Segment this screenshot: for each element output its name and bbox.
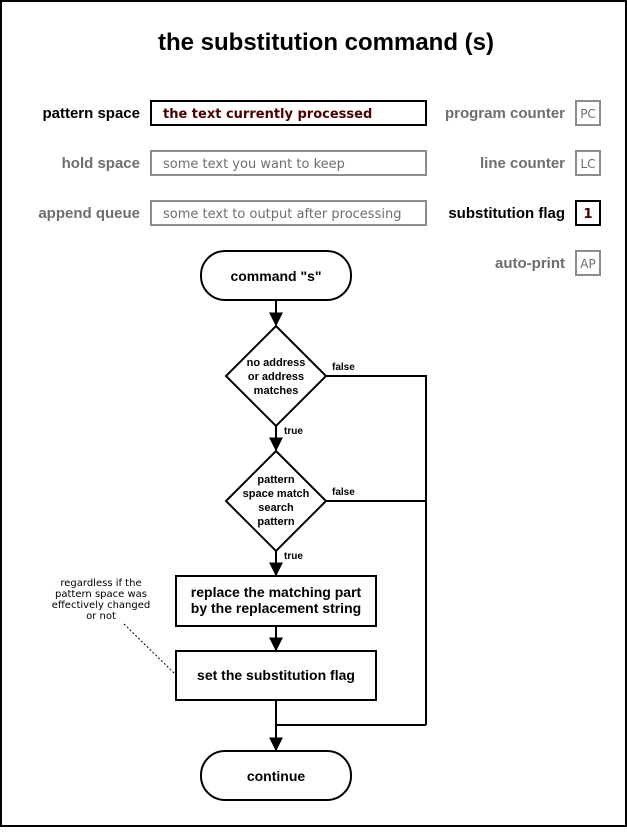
decision1-line1: no address: [247, 357, 306, 369]
process2-label: set the substitution flag: [197, 667, 355, 683]
decision-search-pattern-match: [224, 449, 328, 553]
decision2-line4: pattern: [257, 516, 295, 528]
process-set-substitution-flag: [175, 650, 377, 701]
pattern-space-value: the text currently processed: [163, 107, 372, 122]
annotation-line1: regardless if the: [60, 578, 141, 589]
connector-decision1-false: [326, 375, 427, 725]
program-counter-label: program counter: [445, 105, 565, 122]
pattern-space-label: pattern space: [42, 105, 140, 122]
substitution-flag-label: substitution flag: [448, 205, 565, 222]
substitution-flag-value: 1: [583, 207, 592, 222]
append-queue-value: some text to output after processing: [163, 207, 401, 222]
append-queue-box: [150, 200, 427, 226]
decision2-line3: search: [258, 502, 294, 514]
substitution-flag-box: [575, 200, 601, 226]
line-counter-label: line counter: [480, 155, 565, 172]
end-terminal: [200, 750, 352, 801]
auto-print-label: auto-print: [495, 255, 565, 272]
decision2-false-label: false: [332, 487, 355, 498]
hold-space-label: hold space: [62, 155, 140, 172]
program-counter-box: [575, 100, 601, 126]
hold-space-box: [150, 150, 427, 176]
decision2-line1: pattern: [257, 474, 295, 486]
line-counter-box: [575, 150, 601, 176]
hold-space-value: some text you want to keep: [163, 157, 345, 172]
annotation-line3: effectively changed: [52, 600, 151, 611]
start-terminal-label: command "s": [230, 268, 321, 284]
auto-print-box: [575, 250, 601, 276]
line-counter-value: LC: [580, 157, 595, 171]
annotation-line2: pattern space was: [55, 589, 147, 600]
program-counter-value: PC: [580, 107, 596, 121]
process1-line2: by the replacement string: [191, 600, 361, 616]
decision1-line3: matches: [254, 385, 299, 397]
decision2-line2: space match: [243, 488, 310, 500]
annotation-leader: [123, 623, 176, 675]
pattern-space-box: [150, 100, 427, 126]
annotation-line4: or not: [86, 611, 116, 622]
decision2-true-label: true: [284, 551, 303, 562]
decision1-true-label: true: [284, 426, 303, 437]
end-terminal-label: continue: [247, 768, 306, 784]
process1-line1: replace the matching part: [191, 584, 362, 600]
decision1-false-label: false: [332, 362, 355, 373]
page-title: the substitution command (s): [158, 29, 494, 56]
process-replace-match: [175, 575, 377, 627]
auto-print-value: AP: [580, 257, 595, 271]
decision1-line2: or address: [248, 371, 304, 383]
append-queue-label: append queue: [38, 205, 140, 222]
